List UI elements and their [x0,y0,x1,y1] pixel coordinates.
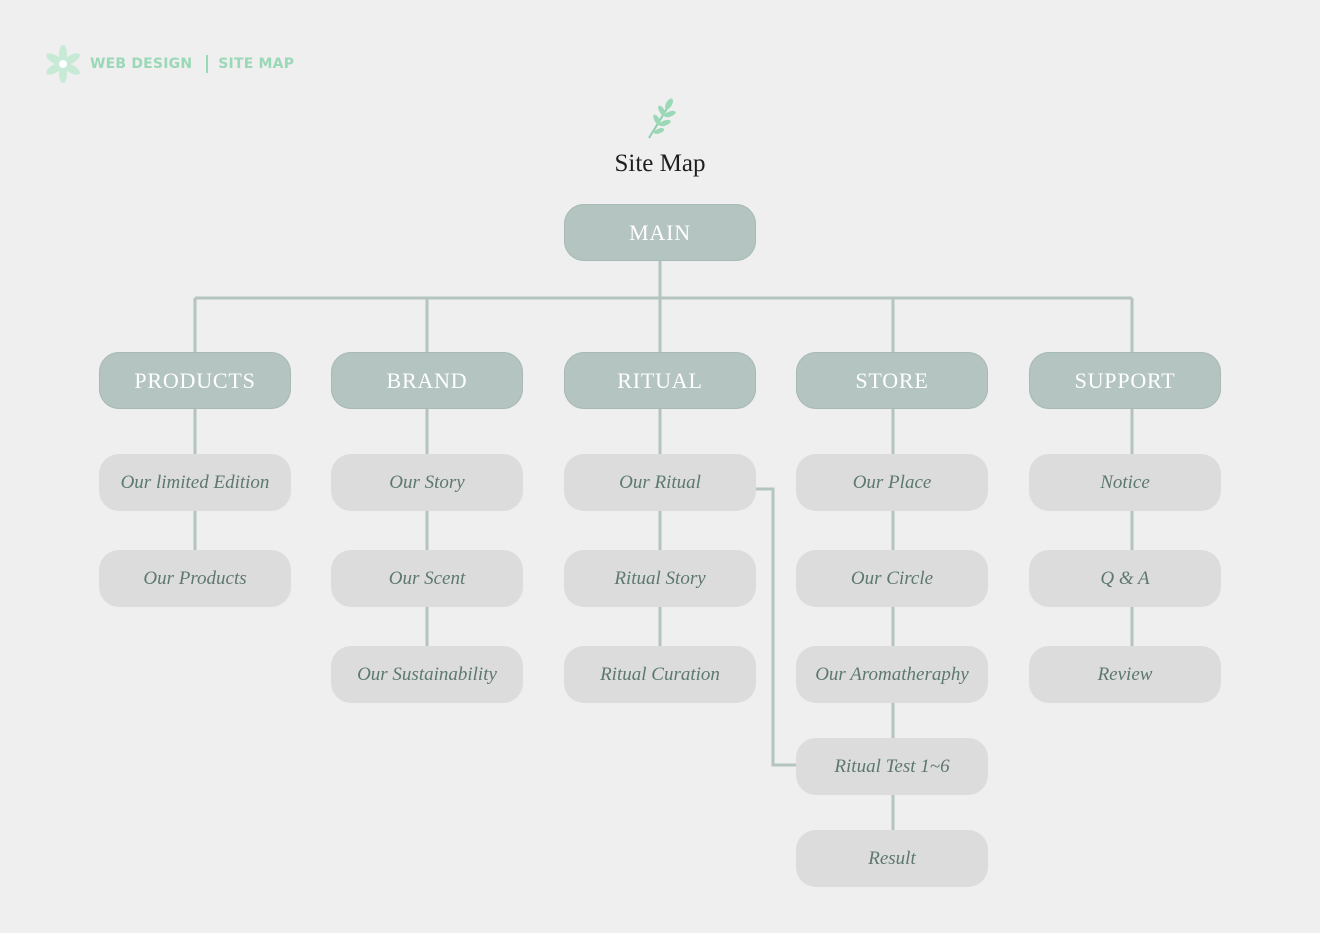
section-label: SITE MAP [218,56,295,72]
node-ritual-story[interactable]: Ritual Story [564,550,756,607]
node-brand[interactable]: BRAND [331,352,523,409]
node-our-scent[interactable]: Our Scent [331,550,523,607]
node-our-story[interactable]: Our Story [331,454,523,511]
leaf-sprig-icon [648,98,676,139]
node-q-and-a[interactable]: Q & A [1029,550,1221,607]
node-review[interactable]: Review [1029,646,1221,703]
node-ritual[interactable]: RITUAL [564,352,756,409]
header: WEB DESIGN SITE MAP [44,44,294,84]
node-support[interactable]: SUPPORT [1029,352,1221,409]
node-notice[interactable]: Notice [1029,454,1221,511]
node-our-place[interactable]: Our Place [796,454,988,511]
title-block: Site Map [560,96,760,178]
node-our-sustainability[interactable]: Our Sustainability [331,646,523,703]
node-our-products[interactable]: Our Products [99,550,291,607]
node-main[interactable]: MAIN [564,204,756,261]
node-our-limited-edition[interactable]: Our limited Edition [99,454,291,511]
page-title: Site Map [614,150,706,177]
node-our-aromatheraphy[interactable]: Our Aromatheraphy [796,646,988,703]
node-ritual-curation[interactable]: Ritual Curation [564,646,756,703]
flower-icon [46,45,80,83]
header-divider [206,55,209,73]
node-our-circle[interactable]: Our Circle [796,550,988,607]
node-products[interactable]: PRODUCTS [99,352,291,409]
node-result[interactable]: Result [796,830,988,887]
node-our-ritual[interactable]: Our Ritual [564,454,756,511]
node-ritual-test[interactable]: Ritual Test 1~6 [796,738,988,795]
node-store[interactable]: STORE [796,352,988,409]
brand-label: WEB DESIGN [90,56,193,72]
